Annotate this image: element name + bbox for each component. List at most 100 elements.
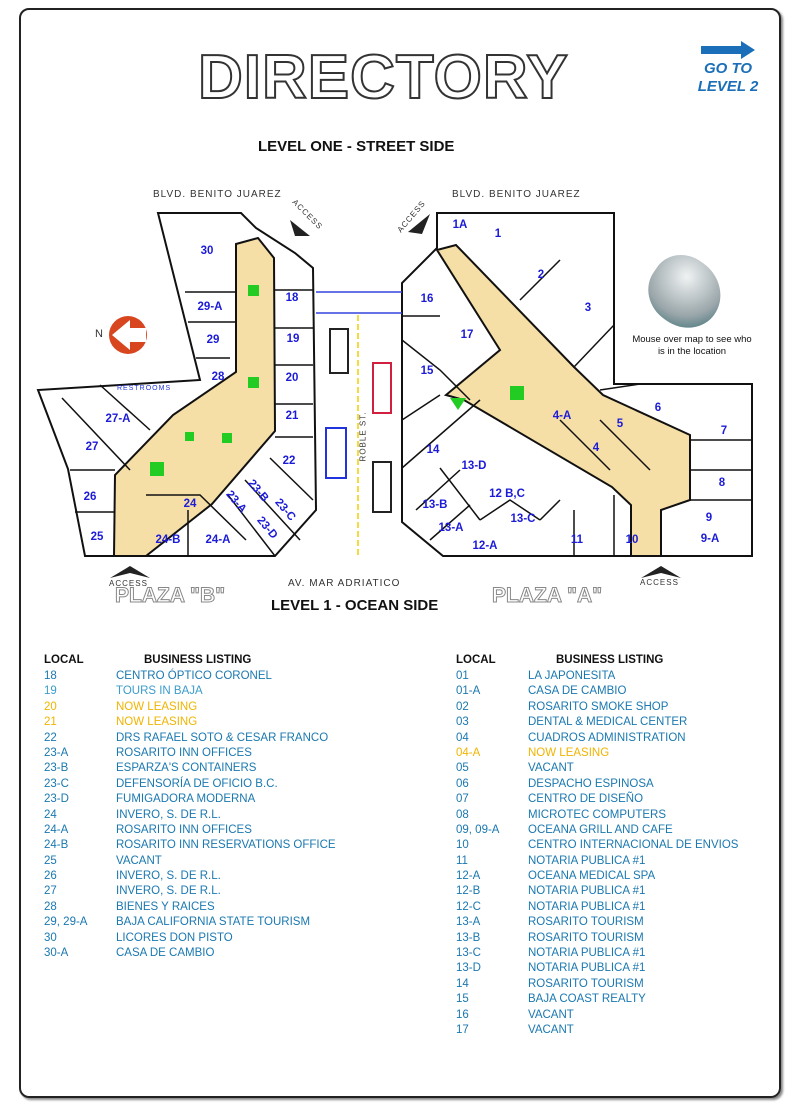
local-number: 23-A: [44, 746, 69, 759]
map-unit[interactable]: 6: [654, 402, 662, 414]
map-unit[interactable]: 30: [200, 245, 214, 257]
map-unit[interactable]: 27: [85, 441, 99, 453]
business-name: VACANT: [116, 854, 162, 867]
map-unit[interactable]: 24-A: [205, 534, 231, 546]
map-unit[interactable]: 29: [206, 334, 220, 346]
map-unit[interactable]: 29-A: [197, 301, 223, 313]
map-unit[interactable]: 8: [718, 477, 726, 489]
local-number: 21: [44, 716, 57, 729]
map-unit[interactable]: 11: [570, 534, 584, 546]
map-unit[interactable]: 4: [592, 442, 600, 454]
map-unit[interactable]: 14: [426, 444, 440, 456]
listing-row[interactable]: 25 VACANT: [44, 855, 336, 870]
map-unit[interactable]: 2: [537, 269, 545, 281]
map-unit[interactable]: 9: [705, 512, 713, 524]
map-unit[interactable]: 22: [282, 455, 296, 467]
col-business: BUSINESS LISTING: [144, 654, 252, 666]
map-unit[interactable]: 28: [211, 371, 225, 383]
map-unit[interactable]: 5: [616, 418, 624, 430]
business-name: ROSARITO INN RESERVATIONS OFFICE: [116, 839, 336, 852]
map-unit[interactable]: 7: [720, 425, 728, 437]
map-unit[interactable]: 16: [420, 293, 434, 305]
map-unit[interactable]: 24: [183, 498, 197, 510]
map-unit[interactable]: 13-B: [422, 499, 448, 511]
business-name: ROSARITO INN OFFICES: [116, 823, 252, 836]
map-unit[interactable]: 13-C: [510, 513, 536, 525]
map-unit[interactable]: 13-D: [461, 460, 487, 472]
map-unit[interactable]: 26: [83, 491, 97, 503]
map-unit[interactable]: 25: [90, 531, 104, 543]
go-to-level-2-button[interactable]: GO TO LEVEL 2: [693, 41, 763, 96]
map-unit[interactable]: 19: [286, 333, 300, 345]
local-number: 13-B: [456, 931, 481, 944]
map-unit[interactable]: 17: [460, 329, 474, 341]
local-number: 12-A: [456, 870, 481, 883]
map-unit[interactable]: 12-A: [472, 540, 498, 552]
floor-map[interactable]: [0, 0, 800, 620]
map-unit[interactable]: 13-A: [438, 522, 464, 534]
map-unit[interactable]: 21: [285, 410, 299, 422]
map-unit[interactable]: 15: [420, 365, 434, 377]
listing-row[interactable]: 21 NOW LEASING: [44, 716, 336, 731]
map-unit[interactable]: 9-A: [700, 533, 720, 545]
map-unit[interactable]: 10: [625, 534, 639, 546]
local-number: 02: [456, 700, 469, 713]
map-unit[interactable]: 1A: [452, 219, 468, 231]
listing-row[interactable]: 24-A ROSARITO INN OFFICES: [44, 824, 336, 839]
local-number: 25: [44, 854, 57, 867]
map-unit[interactable]: 18: [285, 292, 299, 304]
map-unit[interactable]: 3: [584, 302, 592, 314]
local-number: 24-A: [44, 823, 69, 836]
col-local: LOCAL: [44, 654, 84, 666]
map-unit[interactable]: 1: [494, 228, 502, 240]
map-unit[interactable]: 12 B,C: [489, 488, 525, 500]
business-name: NOW LEASING: [116, 716, 198, 729]
mouse-over-note: Mouse over map to see who is in the loca…: [632, 334, 752, 357]
access-arrow-icon: [110, 566, 150, 578]
map-unit[interactable]: 27-A: [105, 413, 131, 425]
map-unit[interactable]: 24-B: [155, 534, 181, 546]
map-unit[interactable]: 20: [285, 372, 299, 384]
map-unit[interactable]: 4-A: [552, 410, 572, 422]
